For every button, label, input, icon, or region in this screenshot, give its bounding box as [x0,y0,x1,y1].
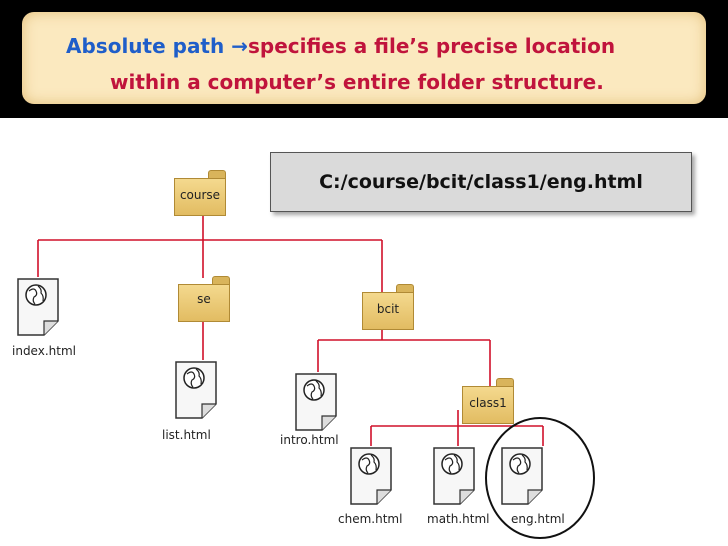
file-label-list: list.html [162,428,211,442]
folder-label-class1: class1 [469,396,507,410]
file-label-index: index.html [12,344,76,358]
html-file-globe-icon[interactable] [294,372,338,432]
term-absolute-path: Absolute path [66,34,225,58]
folder-label-bcit: bcit [376,302,400,316]
absolute-path-example: C:/course/bcit/class1/eng.html [270,152,692,212]
html-file-globe-icon[interactable] [174,360,218,420]
highlight-circle-eng [485,417,595,539]
file-label-chem: chem.html [338,512,403,526]
folder-course[interactable]: course [174,170,226,216]
folder-icon [496,378,514,389]
file-label-intro: intro.html [280,433,339,447]
folder-class1[interactable]: class1 [462,378,514,424]
html-file-globe-icon[interactable] [432,446,476,506]
html-file-globe-icon[interactable] [16,277,60,337]
html-file-globe-icon[interactable] [500,446,544,506]
file-label-eng: eng.html [511,512,565,526]
file-label-math: math.html [427,512,490,526]
definition-banner: Absolute path →specifies a file’s precis… [22,12,706,104]
folder-label-se: se [197,292,211,306]
definition-line-1: Absolute path →specifies a file’s precis… [66,34,615,58]
html-file-globe-icon[interactable] [349,446,393,506]
folder-bcit[interactable]: bcit [362,284,414,330]
definition-text-2: within a computer’s entire folder struct… [110,70,604,94]
arrow-right-icon: → [231,34,248,58]
folder-icon [396,284,414,295]
definition-text-1: specifies a file’s precise location [247,34,616,58]
folder-se[interactable]: se [178,276,230,322]
folder-label-course: course [179,188,221,202]
folder-icon [212,276,230,287]
folder-icon [208,170,226,181]
